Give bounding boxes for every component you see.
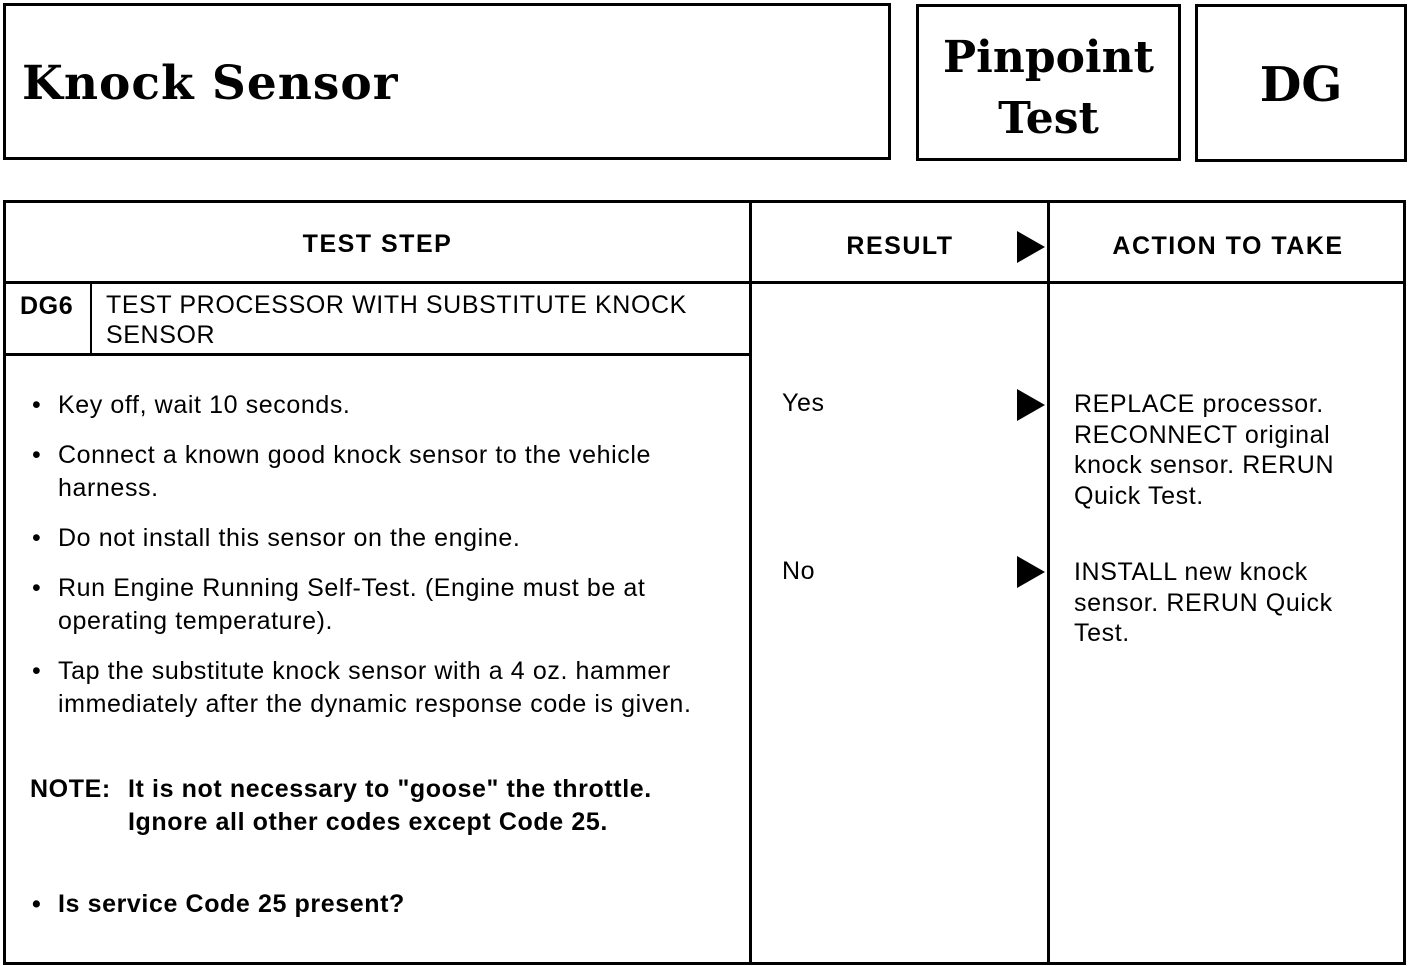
title-box: Knock Sensor [3, 3, 891, 160]
result-yes: Yes [782, 389, 825, 417]
test-code: DG [1259, 57, 1343, 113]
pinpoint-test-table: TEST STEP RESULT ACTION TO TAKE DG6 TEST… [3, 200, 1406, 965]
pinpoint-test-label: Pinpoint Test [919, 27, 1178, 149]
step-bullet-1: Key off, wait 10 seconds. [32, 389, 732, 422]
step-id: DG6 [20, 292, 74, 320]
header-divider [6, 281, 1404, 284]
step-bullet-3: Do not install this sensor on the engine… [32, 522, 732, 555]
note-text: It is not necessary to "goose" the throt… [128, 775, 652, 836]
step-bullet-4: Run Engine Running Self-Test. (Engine mu… [32, 572, 732, 638]
column-header-result: RESULT [846, 232, 954, 260]
pinpoint-line1: Pinpoint [943, 32, 1154, 83]
step-bullet-2: Connect a known good knock sensor to the… [32, 439, 672, 505]
no-arrow-icon [1017, 556, 1045, 588]
step-id-divider [90, 281, 92, 355]
step-title: TEST PROCESSOR WITH SUBSTITUTE KNOCK SEN… [106, 291, 687, 349]
column-header-action: ACTION TO TAKE [1112, 232, 1344, 260]
step-question: Is service Code 25 present? [32, 888, 732, 921]
result-no: No [782, 557, 816, 585]
column-divider-action [1047, 203, 1050, 963]
action-yes: REPLACE processor. RECONNECT original kn… [1074, 390, 1335, 510]
action-no: INSTALL new knock sensor. RERUN Quick Te… [1074, 558, 1333, 647]
step-title-divider [6, 353, 749, 356]
pinpoint-test-box: Pinpoint Test [916, 4, 1181, 161]
page-title: Knock Sensor [22, 56, 399, 111]
yes-arrow-icon [1017, 389, 1045, 421]
column-divider-result [749, 203, 752, 963]
column-header-test-step: TEST STEP [302, 230, 453, 258]
result-arrow-icon [1017, 231, 1045, 263]
pinpoint-line2: Test [998, 93, 1099, 144]
test-code-box: DG [1195, 4, 1407, 162]
step-bullet-5: Tap the substitute knock sensor with a 4… [32, 655, 712, 721]
note-label: NOTE: [30, 775, 111, 803]
